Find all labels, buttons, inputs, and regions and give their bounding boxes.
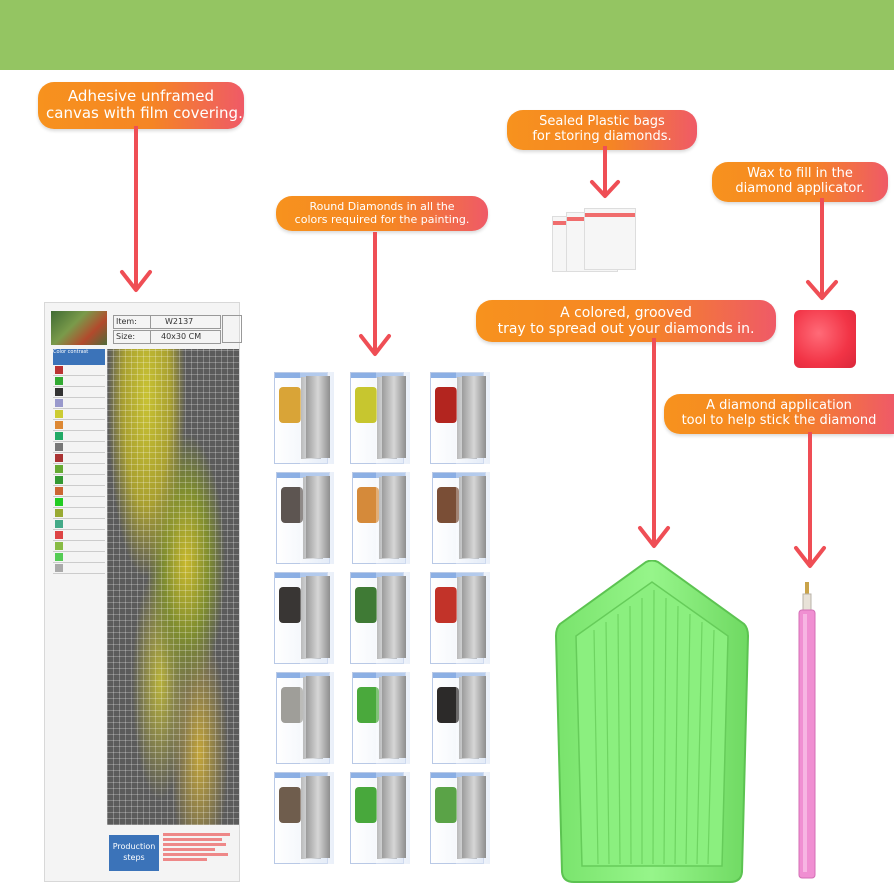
painting-thumbnail [51,311,107,345]
legend-row [53,420,105,431]
color-legend: Color contrast [53,349,105,869]
arrow-down-icon [590,146,620,198]
callout-diamonds-line2: colors required for the painting. [294,212,470,226]
callout-tray-line2: tray to spread out your diamonds in. [497,321,755,338]
legend-row [53,552,105,563]
legend-row [53,431,105,442]
wax-pad [794,310,856,368]
legend-row [53,409,105,420]
diamond-bag [300,672,334,764]
legend-row [53,464,105,475]
legend-row [53,486,105,497]
callout-wax-line2: diamond applicator. [735,180,865,196]
legend-row [53,497,105,508]
callout-canvas: Adhesive unframed canvas with film cover… [38,82,244,129]
callout-canvas-line1: Adhesive unframed [67,87,215,105]
diamond-bag [376,472,410,564]
legend-row [53,453,105,464]
diamond-bag [456,672,490,764]
item-value: W2137 [165,317,194,326]
legend-row [53,387,105,398]
diamond-bag [376,672,410,764]
arrow-down-icon [638,338,670,548]
legend-row [53,365,105,376]
legend-row [53,530,105,541]
diamond-bag [376,372,410,464]
diamond-bag [300,572,334,664]
diamond-bag [456,772,490,864]
legend-row [53,376,105,387]
diamond-tray [554,560,750,883]
callout-wax: Wax to fill in the diamond applicator. [712,162,888,202]
production-steps-text [163,831,237,863]
production-steps-label: Production steps [109,835,159,871]
diamond-bag [456,372,490,464]
callout-tray-line1: A colored, grooved [560,305,692,321]
diamond-bag [300,772,334,864]
top-banner [0,0,894,70]
legend-row [53,541,105,552]
callout-bags: Sealed Plastic bags for storing diamonds… [507,110,697,150]
diamond-bag [300,472,334,564]
diamond-bag [376,572,410,664]
canvas-roll: Item:W2137 Size:40x30 CM Color contrast … [44,302,242,882]
callout-wax-line1: Wax to fill in the [747,166,853,181]
callout-tool-line1: A diamond application [706,398,852,413]
canvas-info-tail [222,315,242,343]
legend-header: Color contrast [53,349,105,365]
size-label: Size: [116,331,151,343]
diamond-bag [456,472,490,564]
callout-diamonds-line1: Round Diamonds in all the [309,200,455,213]
legend-row [53,398,105,409]
arrow-down-icon [806,198,838,300]
legend-row [53,508,105,519]
diamond-bag [300,372,334,464]
callout-bags-line1: Sealed Plastic bags [539,114,665,129]
diamond-bag [376,772,410,864]
callout-tray: A colored, grooved tray to spread out yo… [476,300,776,343]
legend-row [53,442,105,453]
arrow-down-icon [359,232,391,356]
size-value: 40x30 CM [161,332,202,341]
callout-tool: A diamond application tool to help stick… [664,394,894,434]
arrow-down-icon [794,432,826,568]
plastic-bag [584,208,636,270]
callout-tool-line2: tool to help stick the diamond [681,412,877,428]
pattern-grid [107,349,239,825]
legend-row [53,475,105,486]
canvas-info-table: Item: W2137 Size: 40x30 CM [113,315,221,345]
applicator-pen [798,582,816,879]
arrow-down-icon [120,126,152,292]
callout-diamonds: Round Diamonds in all the colors require… [276,196,488,232]
callout-bags-line2: for storing diamonds. [532,128,672,144]
legend-row [53,563,105,574]
diamond-bag [456,572,490,664]
item-label: Item: [116,316,151,328]
callout-canvas-line2: canvas with film covering. [46,104,243,123]
legend-row [53,519,105,530]
